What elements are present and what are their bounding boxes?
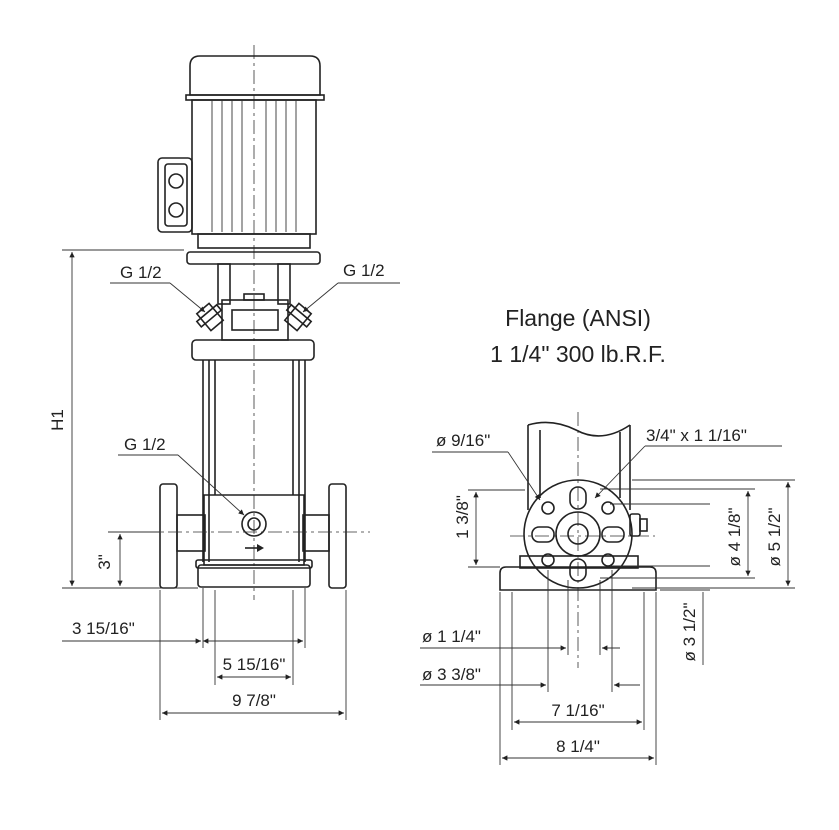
drain-plug [241, 511, 267, 552]
label-bolt-hole: ø 9/16" [436, 431, 490, 450]
dim-9-7-8 [159, 590, 347, 720]
dim-dia-5-1-2 [610, 479, 795, 589]
dim-h1 [62, 249, 198, 589]
flange-view [499, 412, 657, 668]
label-7-1-16: 7 1/16" [551, 701, 604, 720]
dim-dia-3-3-8 [420, 570, 640, 692]
dim-8-1-4 [499, 592, 657, 765]
label-9-7-8: 9 7/8" [232, 691, 276, 710]
leader-g-left [110, 282, 206, 313]
label-g-left: G 1/2 [120, 263, 162, 282]
label-dia-1-1-4: ø 1 1/4" [422, 627, 481, 646]
dim-dia-4-1-8 [600, 488, 755, 579]
leader-bolt-hole [432, 451, 541, 501]
pump-head [191, 339, 315, 361]
label-g-right: G 1/2 [343, 261, 385, 280]
label-dia-5-1-2: ø 5 1/2" [765, 508, 784, 567]
outlet-flange [302, 483, 347, 589]
label-3-15-16: 3 15/16" [72, 619, 135, 638]
pump-side-view [118, 45, 370, 600]
coupling-bracket [186, 251, 321, 341]
flange-subtitle: 1 1/4" 300 lb.R.F. [490, 341, 666, 367]
label-inlet-height: 3" [95, 554, 114, 570]
label-dia-3-1-2: ø 3 1/2" [680, 603, 699, 662]
dim-3-15-16 [62, 588, 306, 648]
terminal-box [157, 157, 193, 233]
motor [185, 55, 325, 249]
leader-g-right [302, 282, 400, 313]
label-bolt-spec: 3/4" x 1 1/16" [646, 426, 747, 445]
label-1-3-8: 1 3/8" [453, 495, 472, 539]
label-dia-3-3-8: ø 3 3/8" [422, 665, 481, 684]
dim-inlet-height [108, 531, 160, 586]
label-8-1-4: 8 1/4" [556, 737, 600, 756]
flange-title: Flange (ANSI) [505, 305, 651, 331]
leader-bolt-spec [594, 445, 782, 499]
dim-7-1-16 [511, 592, 645, 730]
dim-5-15-16 [214, 590, 294, 685]
label-h1: H1 [48, 409, 67, 431]
leader-g-drain [118, 454, 245, 516]
label-g-drain: G 1/2 [124, 435, 166, 454]
dim-1-3-8 [468, 489, 525, 568]
pump-base [195, 494, 313, 588]
vent-plug-left [195, 302, 225, 332]
label-dia-4-1-8: ø 4 1/8" [725, 508, 744, 567]
dim-dia-3-1-2 [660, 589, 710, 665]
dim-dia-1-1-4 [420, 580, 620, 655]
label-5-15-16: 5 15/16" [223, 655, 286, 674]
pump-sleeve [202, 360, 306, 562]
